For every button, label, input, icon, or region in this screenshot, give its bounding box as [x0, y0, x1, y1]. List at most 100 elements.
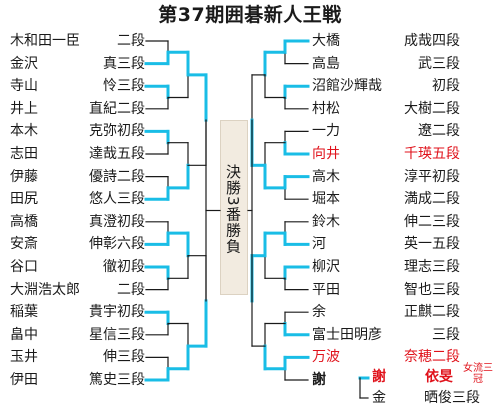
- final-match-label: 決勝3番勝負: [224, 164, 242, 255]
- right-player-16-name: 謝: [312, 372, 326, 388]
- right-player-6-name: 向井: [312, 146, 340, 162]
- left-player-11-name: 谷口: [10, 259, 38, 275]
- right-player-5-rank: 遼二段: [418, 123, 460, 140]
- right-player-9-rank: 伸二三段: [404, 213, 460, 230]
- left-player-8-name: 田尻: [10, 191, 38, 208]
- left-player-7-name: 伊藤: [10, 168, 38, 185]
- right-player-16: 謝: [312, 369, 460, 391]
- final-top-right: 依旻: [425, 369, 453, 385]
- right-player-14: 富士田明彦 三段: [312, 324, 460, 346]
- left-player-14-rank: 星信三段: [89, 326, 145, 343]
- right-player-3: 沼館沙輝哉 初段: [312, 75, 460, 97]
- right-player-2-rank: 武三段: [418, 55, 460, 72]
- right-player-6-rank: 千瑛五段: [404, 146, 460, 162]
- left-player-15-rank: 伸三段: [103, 349, 145, 366]
- right-player-4-rank: 大樹二段: [404, 100, 460, 117]
- left-player-16: 伊田 篤史三段: [10, 369, 145, 391]
- left-player-12-rank: 二段: [117, 281, 145, 298]
- right-player-14-rank: 三段: [432, 326, 460, 343]
- right-player-15-name: 万波: [312, 349, 340, 366]
- right-player-9: 鈴木 伸二三段: [312, 211, 460, 233]
- left-player-15: 玉井 伸三段: [10, 346, 145, 368]
- left-player-4-rank: 直紀二段: [89, 100, 145, 117]
- left-player-6: 志田 達哉五段: [10, 143, 145, 165]
- left-player-11: 谷口 徹初段: [10, 256, 145, 278]
- right-player-9-name: 鈴木: [312, 213, 340, 230]
- left-player-10-name: 安斎: [10, 236, 38, 253]
- right-player-10: 河 英一五段: [312, 233, 460, 255]
- right-player-7: 高木 淳平初段: [312, 166, 460, 188]
- left-player-2-rank: 真三段: [103, 55, 145, 72]
- left-player-5-name: 本木: [10, 123, 38, 140]
- right-player-6: 向井 千瑛五段: [312, 143, 460, 165]
- right-player-8: 堀本 満成二段: [312, 188, 460, 210]
- left-player-13: 稲葉 貴宇初段: [10, 301, 145, 323]
- right-player-12-rank: 智也三段: [404, 281, 460, 298]
- left-player-9: 高橋 真澄初段: [10, 211, 145, 233]
- left-player-12: 大淵浩太郎 二段: [10, 279, 145, 301]
- right-player-14-name: 富士田明彦: [312, 326, 382, 343]
- right-player-15-rank: 奈穂二段: [404, 349, 460, 366]
- final-bottom-right: 晒俊三段: [424, 390, 480, 406]
- right-player-4-name: 村松: [312, 100, 340, 117]
- right-player-11-rank: 理志三段: [404, 259, 460, 275]
- right-player-13: 余 正麒二段: [312, 301, 460, 323]
- left-player-5: 本木 克弥初段: [10, 120, 145, 142]
- right-player-5: 一力 遼二段: [312, 120, 460, 142]
- right-player-1: 大橋成哉四段: [312, 30, 460, 52]
- left-player-14: 畠中 星信三段: [10, 324, 145, 346]
- left-player-7-rank: 優詩二段: [89, 168, 145, 185]
- right-player-5-name: 一力: [312, 123, 340, 140]
- right-player-8-name: 堀本: [312, 191, 340, 208]
- left-player-2-name: 金沢: [10, 55, 38, 72]
- right-player-13-name: 余: [312, 304, 326, 321]
- left-player-15-name: 玉井: [10, 349, 38, 366]
- final-match-box: 決勝3番勝負: [220, 120, 248, 295]
- right-player-3-rank: 初段: [432, 78, 460, 95]
- right-player-8-rank: 満成二段: [404, 191, 460, 208]
- page-title: 第37期囲碁新人王戦: [158, 4, 342, 26]
- final-title-badge: 女流三冠: [463, 363, 493, 385]
- left-player-10: 安斎伸彰六段: [10, 233, 145, 255]
- left-player-5-rank: 克弥初段: [89, 123, 145, 140]
- right-player-13-rank: 正麒二段: [404, 304, 460, 321]
- left-player-6-name: 志田: [10, 146, 38, 162]
- right-player-1-name: 大橋: [312, 33, 340, 49]
- left-player-4: 井上 直紀二段: [10, 98, 145, 120]
- right-player-12-name: 平田: [312, 281, 340, 298]
- left-player-11-rank: 徹初段: [103, 259, 145, 275]
- right-player-7-rank: 淳平初段: [404, 168, 460, 185]
- final-top-name: 謝: [372, 369, 386, 385]
- left-player-3-name: 寺山: [10, 78, 38, 95]
- left-player-6-rank: 達哉五段: [89, 146, 145, 162]
- left-player-12-name: 大淵浩太郎: [10, 281, 80, 298]
- left-player-3-rank: 怜三段: [103, 78, 145, 95]
- right-player-10-rank: 英一五段: [404, 236, 460, 253]
- right-player-2: 高島 武三段: [312, 53, 460, 75]
- left-player-7: 伊藤 優詩二段: [10, 166, 145, 188]
- left-player-3: 寺山 怜三段: [10, 75, 145, 97]
- left-player-16-rank: 篤史三段: [89, 372, 145, 388]
- left-player-9-name: 高橋: [10, 213, 38, 230]
- left-player-14-name: 畠中: [10, 326, 38, 343]
- left-player-16-name: 伊田: [10, 372, 38, 388]
- right-player-2-name: 高島: [312, 55, 340, 72]
- left-player-4-name: 井上: [10, 100, 38, 117]
- right-player-11: 柳沢 理志三段: [312, 256, 460, 278]
- right-player-12: 平田 智也三段: [312, 279, 460, 301]
- left-player-9-rank: 真澄初段: [89, 213, 145, 230]
- left-player-8: 田尻 悠人三段: [10, 188, 145, 210]
- right-player-3-name: 沼館沙輝哉: [312, 78, 382, 95]
- left-player-8-rank: 悠人三段: [89, 191, 145, 208]
- left-player-1-rank: 二段: [117, 33, 145, 49]
- right-player-10-name: 河: [312, 236, 326, 253]
- left-player-1-name: 木和田一臣: [10, 33, 80, 49]
- left-player-13-name: 稲葉: [10, 304, 38, 321]
- right-player-4: 村松 大樹二段: [312, 98, 460, 120]
- right-player-11-name: 柳沢: [312, 259, 340, 275]
- right-player-15: 万波 奈穂二段: [312, 346, 460, 368]
- right-player-7-name: 高木: [312, 168, 340, 185]
- left-player-13-rank: 貴宇初段: [89, 304, 145, 321]
- left-player-1: 木和田一臣 二段: [10, 30, 145, 52]
